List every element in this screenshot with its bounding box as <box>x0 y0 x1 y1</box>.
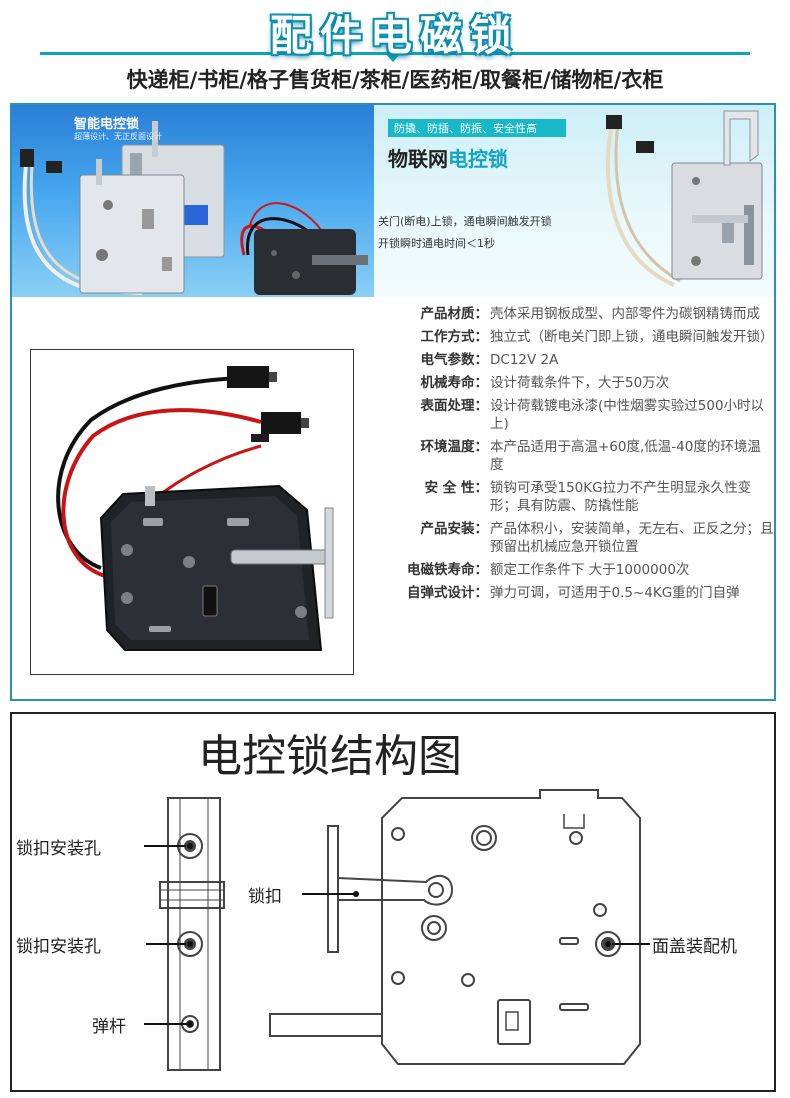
structure-diagram <box>144 789 650 1071</box>
strike-bar <box>159 881 225 909</box>
spec-row: 产品安装：产品体积小，安装简单，无左右、正反之分；且预留出机械应急开锁位置 <box>390 520 774 556</box>
spec-value: 设计荷载条件下，大于50万次 <box>490 375 670 391</box>
banner-tagline: 防撬、防插、防振、安全性高 <box>394 122 537 135</box>
banner-left-subtitle: 超薄设计、无正反面设计 <box>74 132 162 141</box>
spec-row: 环境温度：本产品适用于高温+60度,低温-40度的环境温度 <box>390 438 774 474</box>
spec-value: 额定工作条件下 大于1000000次 <box>490 562 690 578</box>
lock-body-outline <box>381 789 641 1065</box>
spec-value: 独立式（断电关门即上锁，通电瞬间触发开锁） <box>490 329 774 345</box>
spec-row: 产品材质：壳体采用钢板成型、内部零件为碳钢精铸而成 <box>390 305 774 323</box>
title-divider-notch <box>386 54 400 62</box>
page-subtitle: 快递柜/书柜/格子售货柜/茶柜/医药柜/取餐柜/储物柜/衣柜 <box>126 68 664 92</box>
label-latch: 锁扣 <box>248 887 282 907</box>
latch-hook <box>337 874 454 906</box>
spec-row: 自弹式设计：弹力可调，可适用于0.5~4KG重的门自弹 <box>390 584 774 602</box>
spring-bolt <box>269 1013 383 1037</box>
banner-tagline-bar: 防撬、防插、防振、安全性高 <box>388 119 566 137</box>
spec-label: 工作方式： <box>420 329 489 345</box>
banner-lock-illustration <box>20 121 368 295</box>
label-strike-hole-2: 锁扣安装孔 <box>16 937 101 957</box>
label-cover-assembly: 面盖装配机 <box>652 937 737 957</box>
spec-value: 产品体积小，安装简单，无左右、正反之分；且预留出机械应急开锁位置 <box>490 521 774 555</box>
spec-row: 表面处理：设计荷载镀电泳漆(中性烟雾实验过500小时以上) <box>390 397 774 433</box>
spec-row: 安 全 性：锁钩可承受150KG拉力不产生明显永久性变形；具有防震、防撬性能 <box>390 479 774 515</box>
title-divider <box>40 52 750 55</box>
spec-label: 电气参数： <box>420 352 489 368</box>
spec-row: 机械寿命：设计荷载条件下，大于50万次 <box>390 374 774 392</box>
strike-plate <box>167 797 221 1071</box>
spec-value: 壳体采用钢板成型、内部零件为碳钢精铸而成 <box>490 306 760 322</box>
black-lock-photo <box>56 366 334 651</box>
spec-row: 电气参数：DC12V 2A <box>390 351 774 369</box>
page-title: 配件电磁锁 <box>269 11 520 60</box>
spec-label: 产品材质： <box>420 306 489 322</box>
banner-iot-lock: 防撬、防插、防振、安全性高 物联网电控锁 关门(断电)上锁，通电瞬间触发开锁 开… <box>374 105 774 297</box>
label-strike-hole-1: 锁扣安装孔 <box>16 839 101 859</box>
spec-value: 弹力可调，可适用于0.5~4KG重的门自弹 <box>490 585 740 601</box>
product-photo <box>30 349 354 675</box>
spec-value: DC12V 2A <box>490 352 559 368</box>
spec-label: 安 全 性： <box>424 480 488 496</box>
spec-value: 锁钩可承受150KG拉力不产生明显永久性变形；具有防震、防撬性能 <box>490 480 752 514</box>
spec-label: 机械寿命： <box>420 375 489 391</box>
banner-note-2: 开锁瞬时通电时间＜1秒 <box>378 237 495 250</box>
label-spring-rod: 弹杆 <box>92 1017 126 1037</box>
banner-right-title: 物联网电控锁 <box>388 143 508 172</box>
spec-list: 产品材质：壳体采用钢板成型、内部零件为碳钢精铸而成 工作方式：独立式（断电关门即… <box>390 305 774 607</box>
spec-value: 本产品适用于高温+60度,低温-40度的环境温度 <box>490 439 761 473</box>
manual-release-slot <box>497 999 531 1045</box>
title-band <box>0 0 790 58</box>
page-header: 配件电磁锁 快递柜/书柜/格子售货柜/茶柜/医药柜/取餐柜/储物柜/衣柜 <box>0 0 790 100</box>
banner-left-title: 智能电控锁 <box>74 117 140 132</box>
spec-row: 工作方式：独立式（断电关门即上锁，通电瞬间触发开锁） <box>390 328 774 346</box>
structure-diagram-section: 电控锁结构图 <box>10 712 776 1092</box>
diagram-title: 电控锁结构图 <box>198 731 462 782</box>
banner-title-plain: 物联网 <box>388 147 448 171</box>
spec-row: 电磁铁寿命：额定工作条件下 大于1000000次 <box>390 561 774 579</box>
banner-smart-lock: 智能电控锁 超薄设计、无正反面设计 <box>12 105 374 297</box>
product-info-section: 智能电控锁 超薄设计、无正反面设计 防撬、防插、防振、安全性高 物联网电控锁 关… <box>10 103 776 701</box>
spec-label: 表面处理： <box>420 398 489 414</box>
spec-value: 设计荷载镀电泳漆(中性烟雾实验过500小时以上) <box>490 398 765 432</box>
spec-label: 电磁铁寿命： <box>407 562 488 578</box>
banner-iot-lock-illustration <box>605 110 763 287</box>
spec-label: 产品安装： <box>420 521 489 537</box>
spec-label: 自弹式设计： <box>407 585 488 601</box>
spec-label: 环境温度： <box>420 439 489 455</box>
banner-title-accent: 电控锁 <box>448 147 508 171</box>
banner-note-1: 关门(断电)上锁，通电瞬间触发开锁 <box>378 215 552 228</box>
latch-plate <box>327 825 339 953</box>
